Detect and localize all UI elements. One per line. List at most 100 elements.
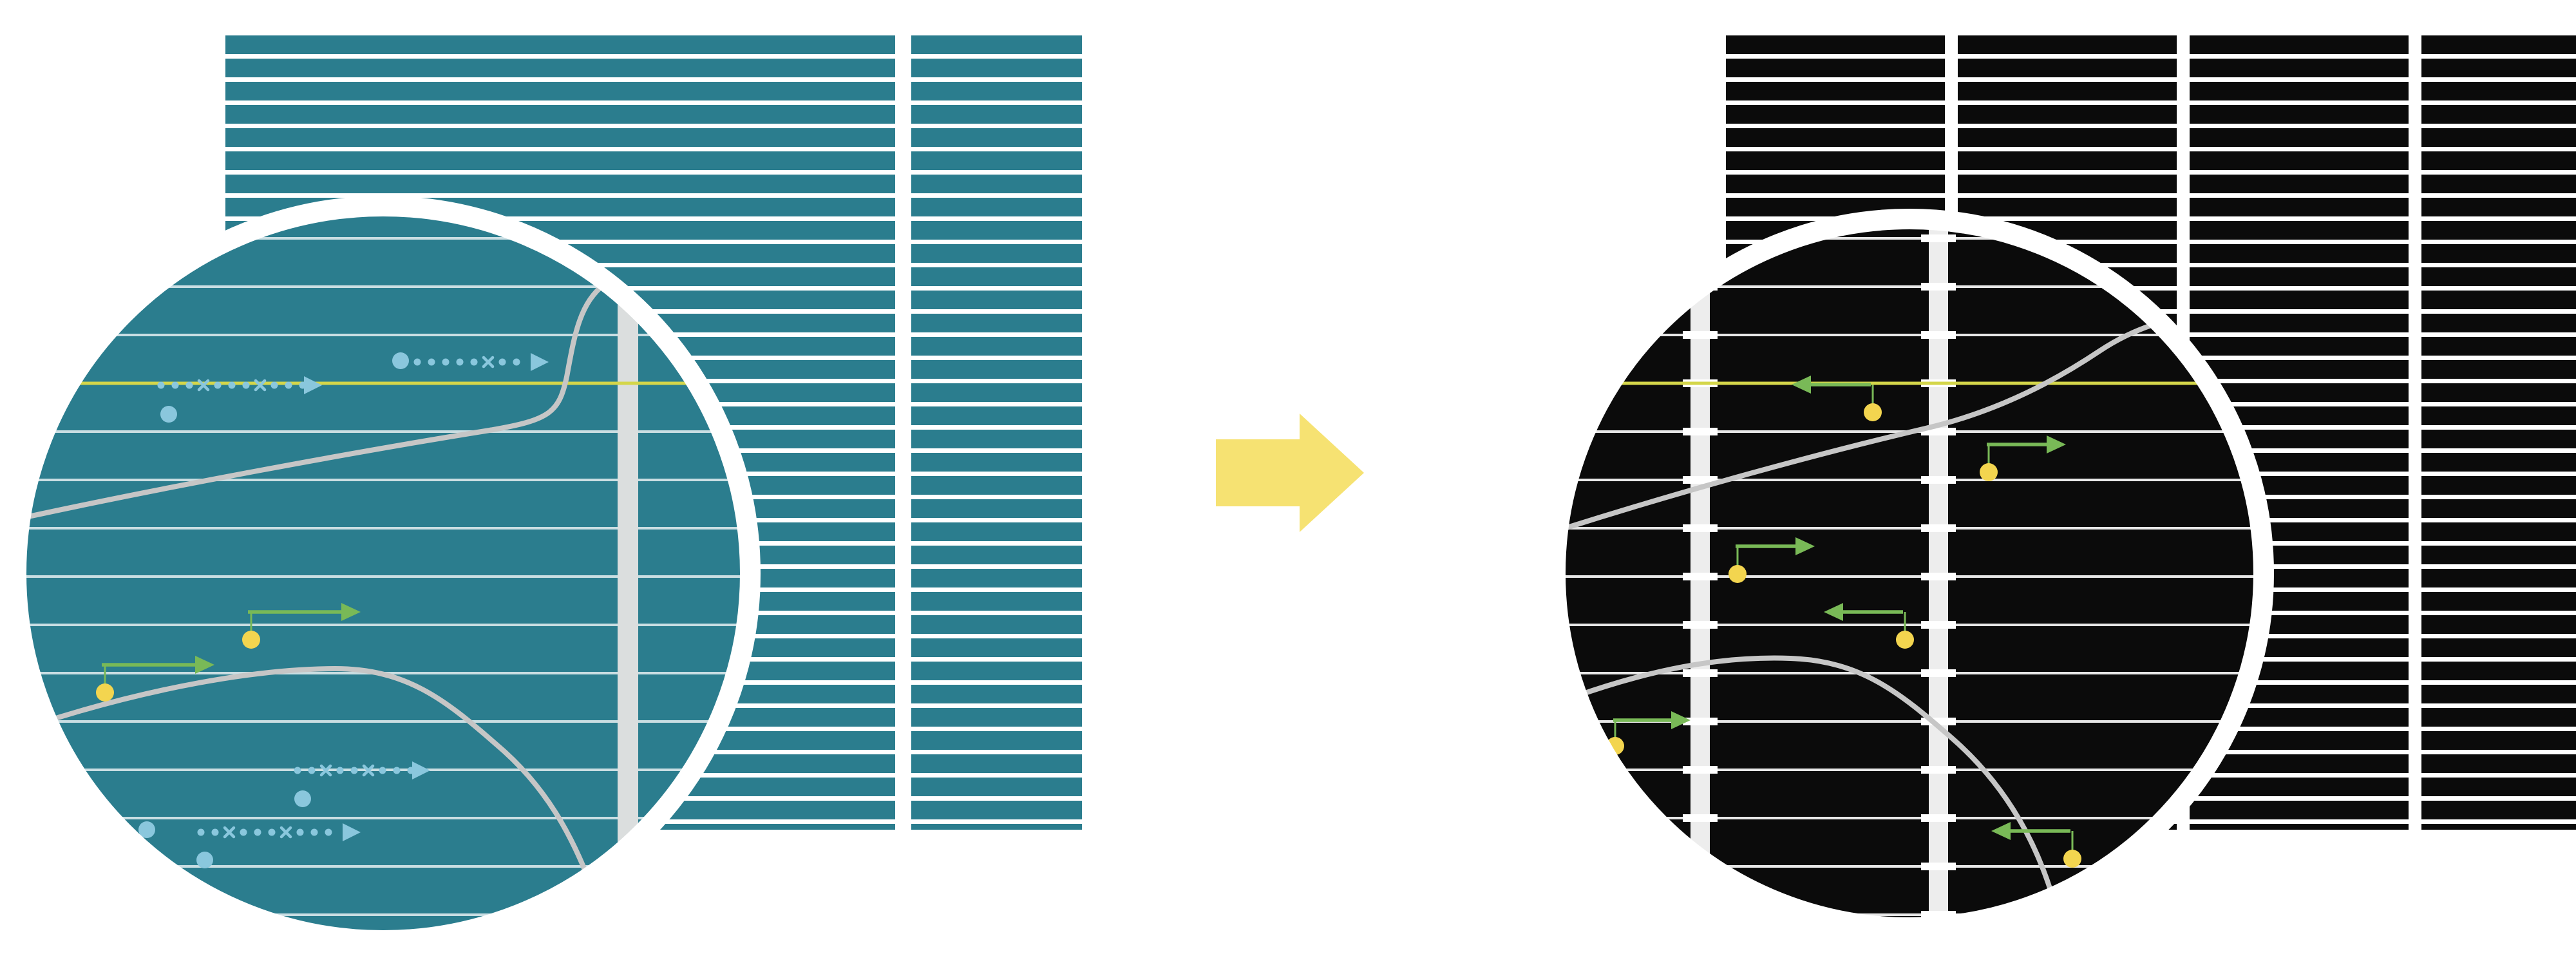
right-magnifier-inset <box>1545 209 2274 938</box>
current-flow-arrow <box>1991 822 2081 868</box>
arrowhead-icon <box>195 656 214 674</box>
current-flow-arrow <box>1792 376 1882 421</box>
contact-dot <box>1980 463 1998 481</box>
x-mark <box>362 764 375 777</box>
path-dot <box>350 767 358 774</box>
crack-origin-dot <box>160 406 177 423</box>
path-dot <box>228 381 236 389</box>
path-dot <box>197 828 205 836</box>
path-dot <box>336 767 344 774</box>
busbar-pad <box>1921 863 1956 870</box>
arrowhead-icon <box>1824 603 1843 621</box>
busbar-pad <box>1683 331 1718 339</box>
path-dot <box>456 358 464 366</box>
contact-dot <box>1864 403 1882 421</box>
busbar-pad <box>1921 911 1956 918</box>
inset-ring <box>1545 209 2274 938</box>
crack-line <box>33 665 598 901</box>
contact-dot <box>242 631 260 649</box>
left-magnifier-inset <box>6 196 761 951</box>
path-dot <box>393 767 401 774</box>
inset-content <box>26 216 741 931</box>
path-dot <box>413 358 421 366</box>
x-mark <box>482 356 495 368</box>
busbar-pad <box>1683 621 1718 629</box>
arrowhead-icon <box>1991 822 2011 840</box>
busbar-pad <box>1683 669 1718 677</box>
busbar-pad <box>1921 331 1956 339</box>
path-dot <box>185 381 193 389</box>
busbar-pad <box>1683 476 1718 484</box>
busbar-pad <box>1921 814 1956 822</box>
path-dot <box>498 358 506 366</box>
crack-origin-dot <box>392 352 409 369</box>
arrowhead-icon <box>304 376 322 394</box>
blocked-crack-arrow <box>197 823 361 841</box>
arrowhead-icon <box>1792 376 1811 394</box>
x-mark <box>223 826 236 839</box>
path-dot <box>428 358 435 366</box>
busbar-pad <box>1921 476 1956 484</box>
contact-dot <box>1896 631 1914 649</box>
inset-ring <box>6 196 761 951</box>
busbar-pad <box>1921 234 1956 242</box>
crack-origin-dot <box>294 790 311 807</box>
busbar-pad <box>1921 669 1956 677</box>
busbar <box>618 216 638 931</box>
path-dot <box>214 381 222 389</box>
path-dot <box>254 828 261 836</box>
crack-line <box>1565 310 2218 531</box>
x-mark <box>197 379 210 392</box>
current-flow-arrow <box>1980 435 2066 481</box>
arrowhead-icon <box>1671 711 1690 729</box>
blocked-crack-arrow <box>413 353 549 371</box>
current-flow-arrow <box>242 603 361 649</box>
contact-dot <box>96 683 114 702</box>
x-mark <box>319 764 332 777</box>
busbar-pad <box>1921 621 1956 629</box>
path-dot <box>285 381 292 389</box>
arrowhead-icon <box>531 353 549 371</box>
path-dot <box>240 828 247 836</box>
arrowhead-icon <box>2047 435 2066 454</box>
busbar-pad <box>1683 524 1718 532</box>
x-mark <box>279 826 292 839</box>
arrowhead-icon <box>1795 537 1815 555</box>
busbar-pad <box>1921 283 1956 291</box>
cell-stripe-block <box>2421 35 2576 830</box>
path-dot <box>171 381 179 389</box>
current-flow-arrow <box>1728 537 1815 583</box>
blocked-crack-arrow <box>157 376 322 394</box>
busbar-pad <box>1683 911 1718 918</box>
busbar-pad <box>1921 573 1956 580</box>
current-flow-arrow <box>96 656 214 702</box>
blocked-crack-arrow <box>294 761 430 779</box>
path-dot <box>294 767 301 774</box>
path-dot <box>270 381 278 389</box>
crack-origin-dot <box>138 821 155 838</box>
path-dot <box>308 767 316 774</box>
busbar-pad <box>1683 234 1718 242</box>
path-dot <box>470 358 478 366</box>
path-dot <box>379 767 386 774</box>
path-dot <box>268 828 276 836</box>
path-dot <box>242 381 250 389</box>
busbar-pad <box>1921 766 1956 774</box>
busbar-pad <box>1683 814 1718 822</box>
path-dot <box>442 358 450 366</box>
contact-dot <box>1728 565 1747 583</box>
crack-origin-dot <box>196 852 213 868</box>
inset-background <box>1565 229 2254 918</box>
busbar-pad <box>1683 766 1718 774</box>
arrowhead-icon <box>343 823 361 841</box>
busbar-pad <box>1683 428 1718 435</box>
path-dot <box>157 381 165 389</box>
current-flow-arrow <box>1824 603 1914 649</box>
transition-arrow-icon <box>1216 414 1364 532</box>
path-dot <box>310 828 318 836</box>
arrowhead-icon <box>341 603 361 621</box>
inset-content <box>1565 229 2254 918</box>
contact-dot <box>2063 850 2081 868</box>
